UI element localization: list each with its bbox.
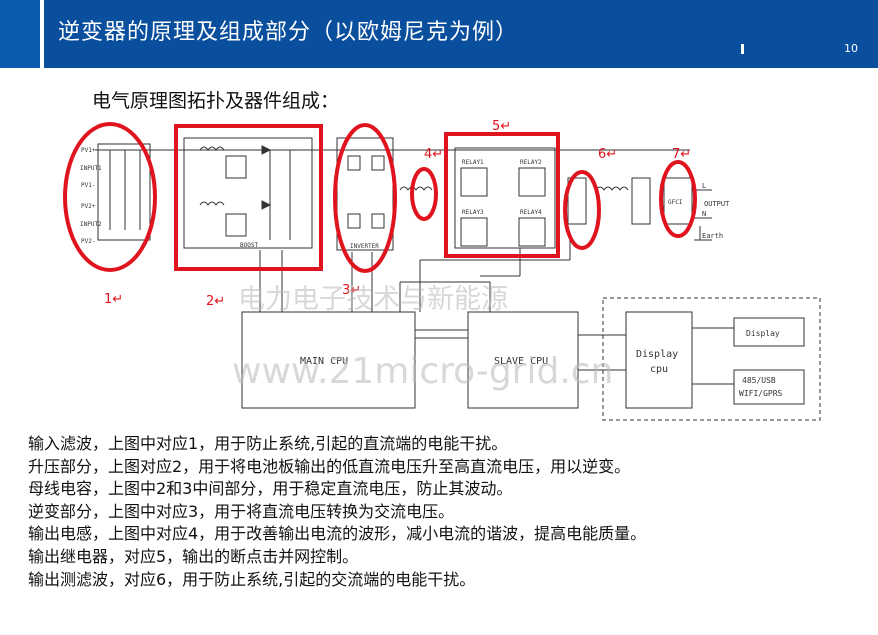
description-line: 输入滤波，上图中对应1，用于防止系统,引起的直流端的电能干扰。 xyxy=(28,434,508,453)
gfci-label: GFCI xyxy=(668,199,683,206)
slave-cpu-block xyxy=(467,311,579,409)
description-line: 输出测滤波，对应6，用于防止系统,引起的交流端的电能干扰。 xyxy=(28,569,476,589)
marker-label-4: 4↵ xyxy=(424,147,443,162)
output-label-n: N xyxy=(702,210,706,218)
marker-ring-1 xyxy=(63,122,157,272)
boost-label: BOOST xyxy=(240,242,258,249)
relay-block xyxy=(454,147,556,249)
marker-label-2: 2↵ xyxy=(206,294,225,309)
output-label-l: L xyxy=(702,182,706,190)
boost-block xyxy=(183,137,313,249)
marker-label-1: 1↵ xyxy=(104,292,123,307)
input-label-pv1p: PV1+ xyxy=(81,147,96,154)
relay-label-3: RELAY3 xyxy=(462,209,484,216)
input-filter-block xyxy=(97,143,151,241)
watermark-url: www.21micro-grid.cn xyxy=(232,351,613,392)
marker-ring-3 xyxy=(333,123,397,273)
description-line: 输出继电器，对应5，输出的断点击并网控制。 xyxy=(28,546,359,566)
comm-box xyxy=(733,369,805,405)
output-label-output: OUTPUT xyxy=(704,200,730,208)
diagram-subtitle: 电气原理图拓扑及器件组成： xyxy=(92,90,340,112)
input-label-input2: INPUT2 xyxy=(80,221,102,228)
display-box-label: Display xyxy=(746,329,780,338)
output-filter xyxy=(567,177,587,225)
description-line: 升压部分，上图对应2，用于将电池板输出的低直流电压升至高直流电压，用以逆变。 xyxy=(28,456,631,476)
marker-label-3: 3↵ xyxy=(342,283,361,298)
comm-box-label-2: WIFI/GPRS xyxy=(739,389,783,398)
marker-box-2 xyxy=(174,124,323,271)
main-cpu-label: MAIN CPU xyxy=(300,356,348,367)
marker-ring-6 xyxy=(563,170,601,250)
marker-label-5: 5↵ xyxy=(492,119,511,134)
description-line: 母线电容，上图中2和3中间部分，用于稳定直流电压，防止其波动。 xyxy=(28,479,513,499)
page-number: 10 xyxy=(844,42,858,55)
relay-label-4: RELAY4 xyxy=(520,209,542,216)
inverter-label: INVERTER xyxy=(350,243,379,250)
relay-label-1: RELAY1 xyxy=(462,159,484,166)
marker-ring-7 xyxy=(659,160,697,238)
comm-box-label-1: 485/USB xyxy=(742,376,776,385)
input-label-pv1m: PV1- xyxy=(81,182,95,189)
input-label-pv2p: PV2+ xyxy=(81,203,96,210)
marker-ring-4 xyxy=(410,167,438,221)
relay-label-2: RELAY2 xyxy=(520,159,542,166)
main-cpu-block xyxy=(241,311,416,409)
marker-box-5 xyxy=(444,132,560,258)
header-accent xyxy=(0,0,44,68)
output-inductor xyxy=(399,186,433,191)
output-label-earth: Earth xyxy=(702,232,723,240)
inverter-block xyxy=(336,137,394,251)
display-cpu-block xyxy=(625,311,693,409)
display-box xyxy=(733,317,805,347)
display-board xyxy=(602,297,821,421)
display-cpu-label-2: cpu xyxy=(650,364,668,375)
description-list: 输入滤波，上图中对应1，用于防止系统,引起的直流端的电能干扰。 升压部分，上图对… xyxy=(28,433,646,591)
description-line: 输出电感，上图中对应4，用于改善输出电流的波形，减小电流的谐波，提高电能质量。 xyxy=(28,524,647,544)
slide-title: 逆变器的原理及组成部分（以欧姆尼克为例） xyxy=(58,20,519,45)
input-label-input1: INPUT1 xyxy=(80,165,102,172)
watermark-cn: 电力电子技术与新能源 xyxy=(238,284,508,315)
description-line: 逆变部分，上图中对应3，用于将直流电压转换为交流电压。 xyxy=(28,501,455,521)
input-label-pv2m: PV2- xyxy=(81,238,95,245)
marker-label-6: 6↵ xyxy=(598,147,617,162)
slave-cpu-label: SLAVE CPU xyxy=(494,356,548,367)
marker-label-7: 7↵ xyxy=(672,147,691,162)
gfci-block xyxy=(663,177,693,225)
header-bar: 逆变器的原理及组成部分（以欧姆尼克为例） 10 xyxy=(0,0,878,68)
display-cpu-label-1: Display xyxy=(636,349,678,360)
header-separator xyxy=(741,44,744,54)
